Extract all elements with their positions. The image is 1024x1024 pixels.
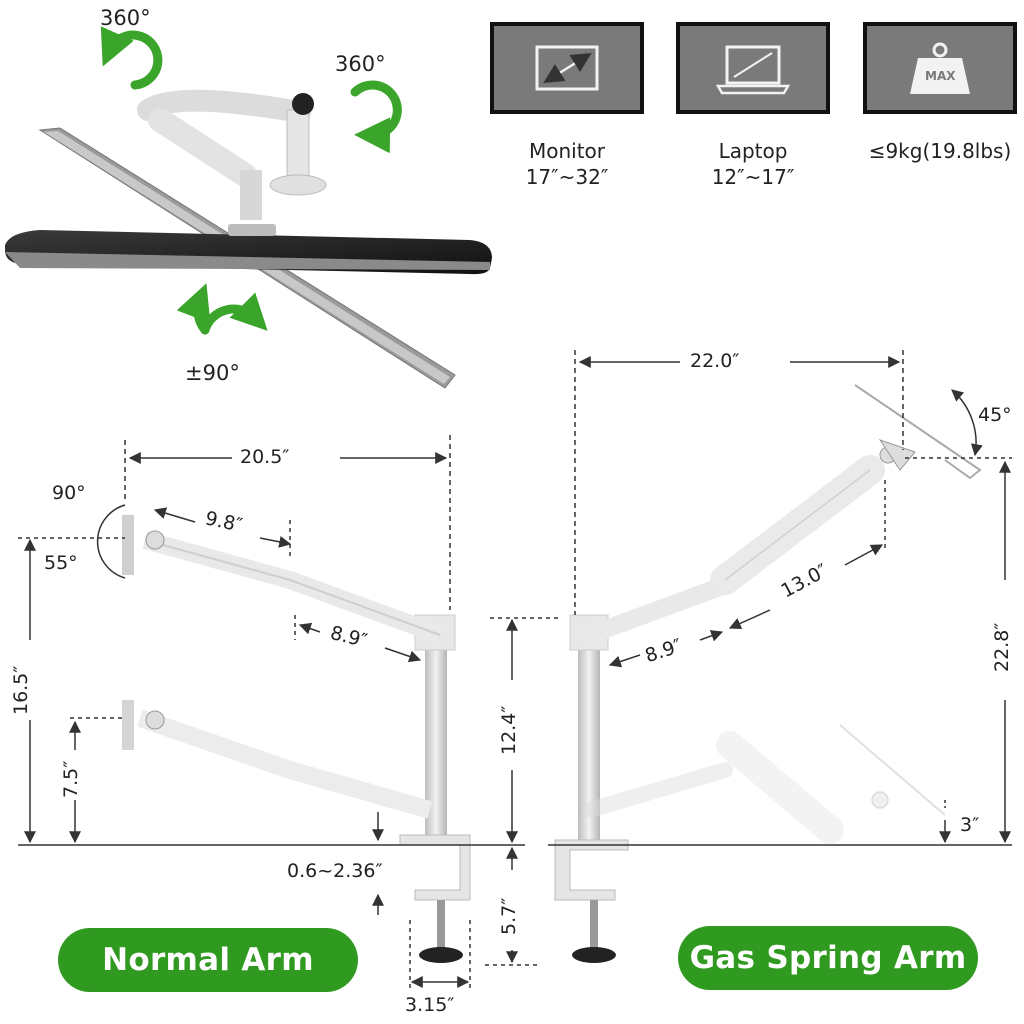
- normal-height-min-label: 7.5″: [60, 760, 82, 798]
- spec-laptop: Laptop 12″~17″: [678, 138, 828, 190]
- normal-clamp-range-label: 0.6~2.36″: [287, 860, 383, 882]
- spec-monitor-name: Monitor: [528, 139, 606, 163]
- gas-height-min-label: 3″: [960, 814, 980, 836]
- spec-laptop-name: Laptop: [718, 139, 788, 163]
- rotation-arrow-icon: [100, 26, 402, 335]
- monitor-rotation-illustration: [5, 89, 492, 389]
- monitor-icon: [490, 22, 644, 114]
- spec-monitor-range: 17″~32″: [525, 165, 609, 189]
- normal-arm-illustration: [122, 515, 471, 963]
- laptop-icon: [676, 22, 830, 114]
- spec-laptop-range: 12″~17″: [711, 165, 795, 189]
- weight-icon-text: MAX: [925, 69, 956, 83]
- rotation-label-top-left: 360°: [100, 6, 151, 30]
- weight-icon: [863, 22, 1017, 114]
- normal-tilt-up-label: 90°: [52, 482, 86, 504]
- gas-height-max-label: 22.8″: [991, 622, 1013, 672]
- normal-tilt-down-label: 55°: [44, 552, 78, 574]
- spec-monitor: Monitor 17″~32″: [492, 138, 642, 190]
- normal-width-label: 20.5″: [240, 446, 290, 468]
- normal-arm-dimensions: [18, 435, 471, 990]
- gas-width-label: 22.0″: [690, 350, 740, 372]
- gas-tilt-label: 45°: [978, 404, 1012, 426]
- normal-clamp-width-label: 3.15″: [405, 994, 455, 1016]
- gas-clamp-height-label: 5.7″: [498, 897, 520, 935]
- normal-height-max-label: 16.5″: [10, 665, 32, 715]
- gas-pole-height-label: 12.4″: [498, 705, 520, 755]
- spec-weight: ≤9kg(19.8lbs): [855, 138, 1024, 164]
- gas-arm-illustration: [554, 384, 982, 963]
- tilt-label: ±90°: [185, 361, 240, 385]
- gas-arm-dimensions: [485, 350, 1012, 966]
- rotation-label-top-right: 360°: [335, 52, 386, 76]
- spec-weight-name: ≤9kg(19.8lbs): [868, 139, 1012, 163]
- normal-arm-badge: Normal Arm: [58, 928, 358, 992]
- gas-spring-arm-badge: Gas Spring Arm: [678, 926, 978, 990]
